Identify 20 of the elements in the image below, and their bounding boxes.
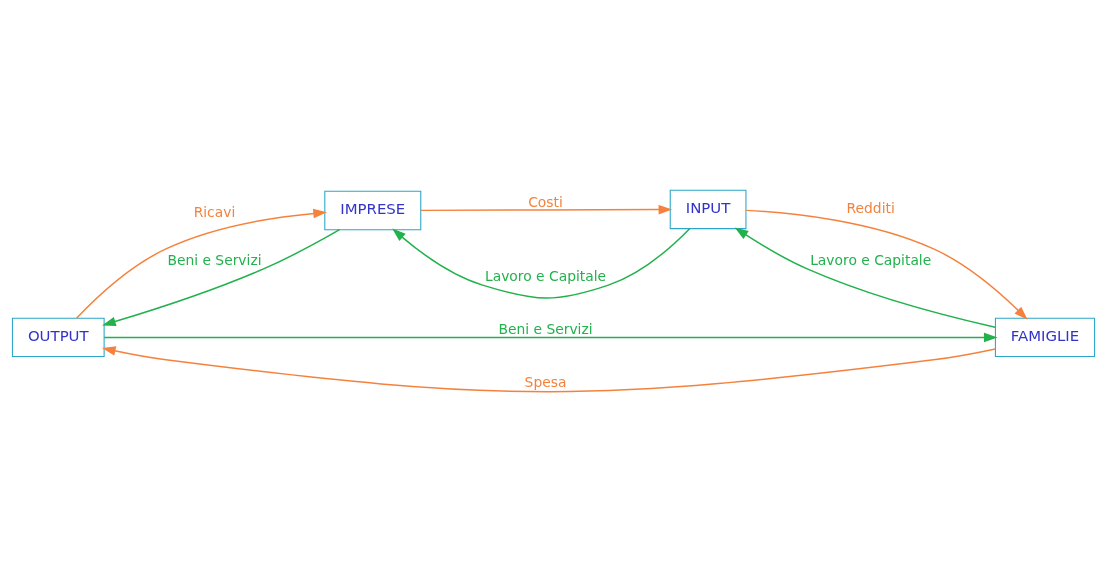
arrow	[103, 332, 998, 342]
node-box: INPUT	[669, 189, 747, 229]
arrow	[734, 227, 996, 328]
edge-label: Spesa	[524, 373, 567, 390]
arrow	[745, 209, 1028, 320]
arrow	[102, 228, 341, 326]
edge-label: Ricavi	[193, 203, 236, 220]
arrow	[102, 345, 997, 392]
arrow	[75, 208, 327, 319]
node-box: OUTPUT	[11, 317, 105, 357]
edge-label: Beni e Servizi	[498, 320, 593, 337]
node-box: FAMIGLIE	[994, 317, 1096, 357]
edge-label: Lavoro e Capitale	[810, 251, 932, 268]
edge-label: Lavoro e Capitale	[484, 267, 607, 284]
node-box: IMPRESE	[324, 190, 422, 230]
edge-label: Costi	[528, 193, 563, 210]
edge-label: Redditi	[846, 199, 895, 216]
arrow	[420, 204, 673, 214]
arrow	[392, 227, 691, 299]
edge-label: Beni e Servizi	[167, 251, 262, 268]
